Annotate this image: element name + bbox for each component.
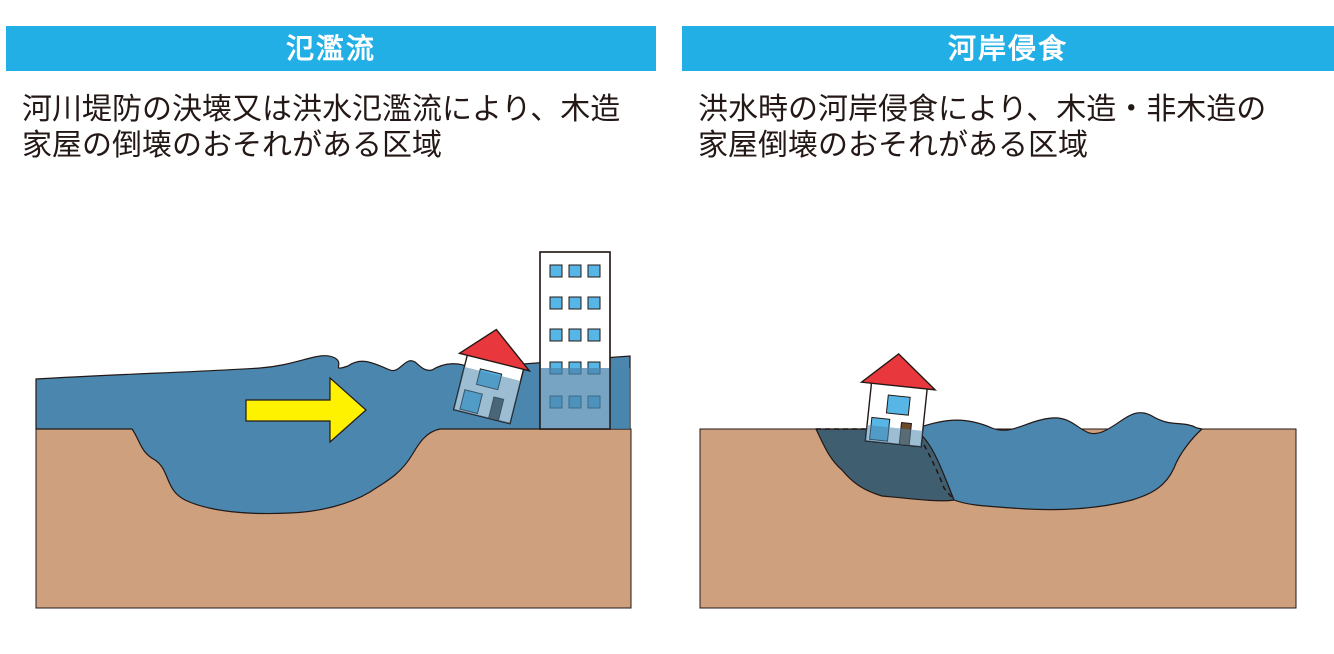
panel-title: 氾濫流	[6, 26, 656, 71]
bank-erosion-illustration	[699, 352, 1297, 609]
panel-bank-erosion: 河岸侵食 洪水時の河岸侵食により、木造・非木造の 家屋倒壊のおそれがある区域	[682, 0, 1334, 654]
house-icon	[452, 328, 532, 425]
description-line-1: 洪水時の河岸侵食により、木造・非木造の	[698, 92, 1267, 127]
house-icon	[859, 352, 938, 448]
river-water	[912, 412, 1204, 511]
panel-description: 洪水時の河岸侵食により、木造・非木造の 家屋倒壊のおそれがある区域	[698, 92, 1266, 164]
panel-description: 河川堤防の決壊又は洪水氾濫流により、木造 家屋の倒壊のおそれがある区域	[22, 92, 620, 164]
description-line-2: 家屋の倒壊のおそれがある区域	[22, 128, 442, 163]
description-line-1: 河川堤防の決壊又は洪水氾濫流により、木造	[22, 92, 621, 127]
description-line-2: 家屋倒壊のおそれがある区域	[698, 128, 1088, 163]
panel-title: 河岸侵食	[682, 26, 1334, 71]
panel-flood-flow: 氾濫流 河川堤防の決壊又は洪水氾濫流により、木造 家屋の倒壊のおそれがある区域	[0, 0, 660, 654]
flow-arrow-icon	[245, 376, 367, 444]
flood-flow-illustration	[35, 251, 632, 609]
building-icon	[539, 251, 630, 430]
